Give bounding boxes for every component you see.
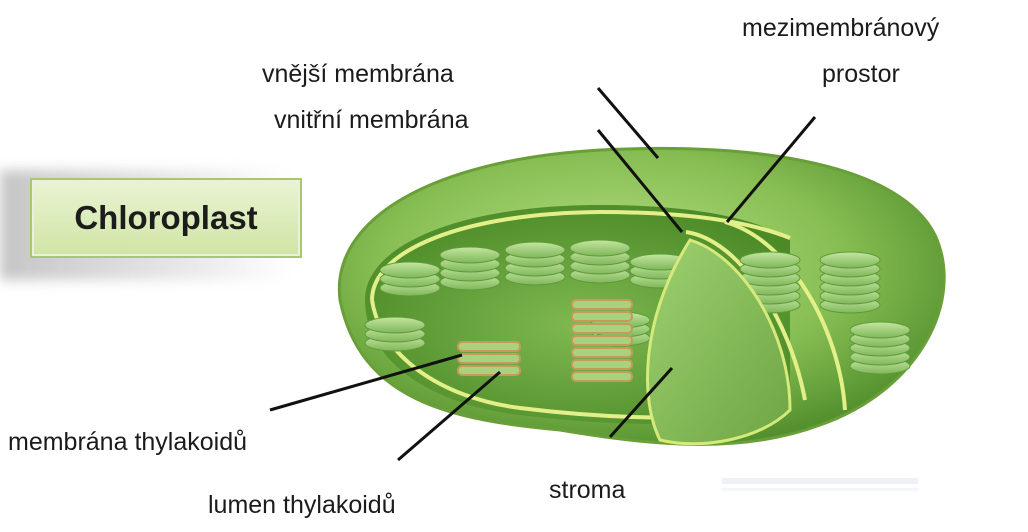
thylakoid-disc xyxy=(740,252,800,268)
thylakoid-disc xyxy=(570,240,630,256)
faint-scan-mark xyxy=(722,478,918,491)
thylakoid-lumen-section xyxy=(572,348,632,357)
label-inner-membrane: vnitřní membrána xyxy=(274,106,469,135)
label-intermembrane-space-line1: mezimembránový xyxy=(742,14,939,43)
diagram-title: Chloroplast xyxy=(74,199,257,237)
thylakoid-disc xyxy=(365,317,425,333)
label-thylakoid-lumen: lumen thylakoidů xyxy=(208,491,396,520)
thylakoid-lumen-section xyxy=(572,336,632,345)
thylakoid-lumen-section xyxy=(458,342,520,351)
thylakoid-disc xyxy=(820,252,880,268)
title-box: Chloroplast xyxy=(30,178,302,258)
thylakoid-lumen-section xyxy=(572,360,632,369)
label-stroma: stroma xyxy=(549,476,625,505)
label-outer-membrane: vnější membrána xyxy=(262,60,454,89)
thylakoid-lumen-section xyxy=(572,372,632,381)
label-intermembrane-space-line2: prostor xyxy=(822,60,900,89)
thylakoid-disc xyxy=(505,242,565,258)
title-box-group: Chloroplast xyxy=(0,162,318,292)
thylakoid-disc xyxy=(380,262,440,278)
thylakoid-lumen-section xyxy=(572,312,632,321)
thylakoid-lumen-section xyxy=(572,324,632,333)
thylakoid-disc xyxy=(850,322,910,338)
thylakoid-disc xyxy=(440,247,500,263)
thylakoid-lumen-section xyxy=(458,354,520,363)
label-thylakoid-membrane: membrána thylakoidů xyxy=(8,428,247,457)
thylakoid-lumen-section xyxy=(458,366,520,375)
thylakoid-lumen-section xyxy=(572,300,632,309)
